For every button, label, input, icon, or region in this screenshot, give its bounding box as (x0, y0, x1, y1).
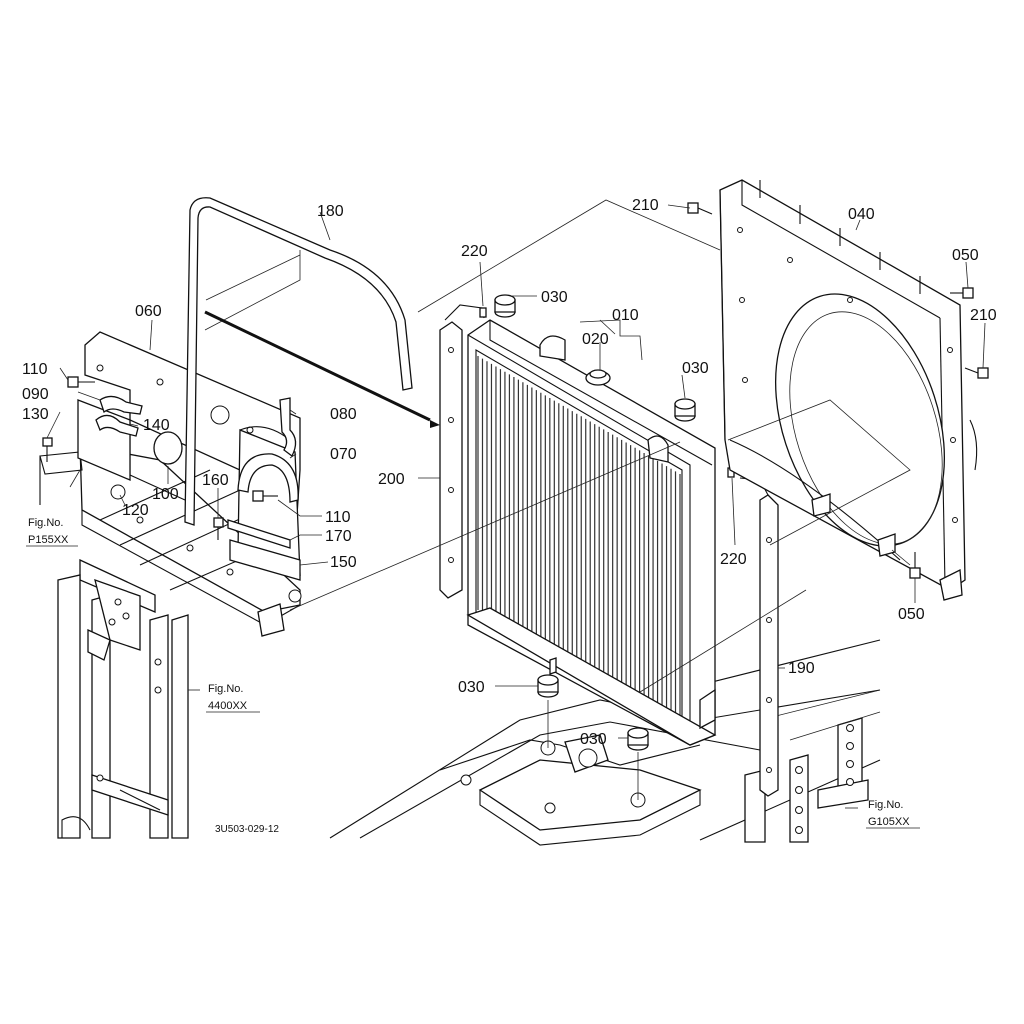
fig-ref-g105xx: Fig.No. G105XX (866, 799, 920, 829)
clip-part-080 (279, 397, 297, 457)
radiator-part-010 (466, 319, 717, 746)
callout-030-top-right: 030 (682, 360, 709, 377)
callout-110-upper: 110 (22, 361, 48, 378)
rubber-mount-part-030-top-left (494, 294, 516, 318)
callout-210-upper: 210 (632, 197, 659, 214)
side-seal-part-200 (439, 304, 485, 599)
callout-100: 100 (152, 486, 179, 503)
fig-ref-4400xx: Fig.No. 4400XX (206, 683, 260, 713)
radiator-core-fins (477, 356, 681, 728)
side-seal-part-190 (739, 477, 779, 797)
callout-150: 150 (330, 554, 357, 571)
callout-210-lower: 210 (970, 307, 997, 324)
drawing-number-caption: 3U503-029-12 (215, 824, 279, 835)
callout-040: 040 (848, 206, 875, 223)
callout-160: 160 (202, 472, 229, 489)
svg-text:G105XX: G105XX (868, 816, 910, 828)
svg-text:Fig.No.: Fig.No. (208, 683, 243, 695)
callout-050-lower: 050 (898, 606, 925, 623)
callout-180: 180 (317, 203, 344, 220)
rubber-seal-part-180 (184, 197, 440, 526)
cap-part-100 (153, 431, 183, 465)
svg-text:Fig.No.: Fig.No. (28, 517, 63, 529)
callout-labels: 180 060 110 090 130 140 080 070 100 120 … (22, 197, 997, 748)
callout-030-bottom-right: 030 (580, 731, 607, 748)
callout-leaders (46, 204, 986, 809)
callout-080: 080 (330, 406, 357, 423)
bolt-part-050-upper (950, 287, 974, 299)
bolt-part-110-upper (67, 376, 95, 388)
svg-text:4400XX: 4400XX (208, 700, 248, 712)
bracket-part-090 (99, 395, 143, 415)
rubber-mount-part-030-top-right (674, 398, 696, 422)
bracket-part-170 (227, 519, 291, 549)
callout-050-upper: 050 (952, 247, 979, 264)
plate-part-150 (229, 539, 301, 581)
callout-140: 140 (143, 417, 170, 434)
callout-200: 200 (378, 471, 405, 488)
fan-shroud-part-040 (719, 179, 978, 601)
radiator-cap-part-020 (585, 369, 611, 386)
callout-120: 120 (122, 502, 149, 519)
bolt-part-210-upper (687, 202, 713, 215)
callout-030-top-left: 030 (541, 289, 568, 306)
bolt-part-210-lower (964, 367, 989, 379)
pin-part-220-upper (479, 307, 487, 318)
callout-110-lower: 110 (325, 509, 351, 526)
bolt-part-130 (42, 437, 53, 462)
rubber-mount-part-030-bottom-left (537, 674, 559, 698)
hose-clamp-part-070 (237, 453, 299, 503)
callout-220-upper: 220 (461, 243, 488, 260)
bolt-part-110-lower (252, 490, 278, 502)
callout-020: 020 (582, 331, 609, 348)
base-plate-part-120 (39, 444, 302, 637)
clamp-part-140 (95, 414, 139, 437)
svg-text:P155XX: P155XX (28, 534, 69, 546)
callout-030-bottom-left: 030 (458, 679, 485, 696)
fig-ref-p155xx: Fig.No. P155XX (26, 517, 78, 547)
callout-090: 090 (22, 386, 49, 403)
callout-190: 190 (788, 660, 815, 677)
callout-220-lower: 220 (720, 551, 747, 568)
callout-130: 130 (22, 406, 49, 423)
callout-070: 070 (330, 446, 357, 463)
rubber-mount-part-030-bottom-right (627, 727, 649, 751)
callout-010: 010 (612, 307, 639, 324)
callout-170: 170 (325, 528, 352, 545)
bolt-part-160 (213, 517, 224, 540)
svg-text:Fig.No.: Fig.No. (868, 799, 903, 811)
callout-060: 060 (135, 303, 162, 320)
left-support-frame (57, 558, 189, 839)
